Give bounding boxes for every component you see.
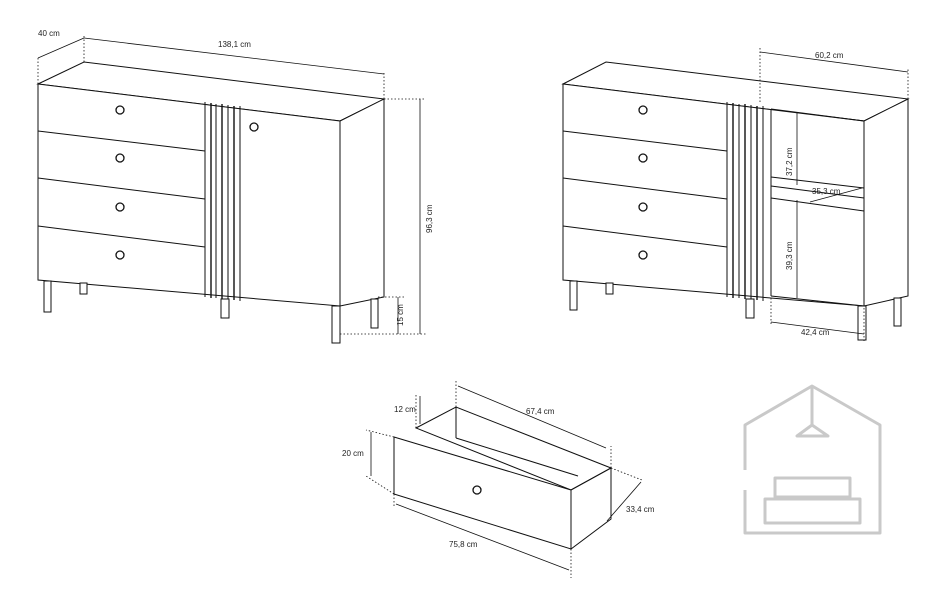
open-sideboard-drawing xyxy=(561,61,910,341)
drawer-knob xyxy=(638,105,648,115)
drawer-front-width-label: 75,8 cm xyxy=(449,540,478,549)
drawer-inner-height-label: 12 cm xyxy=(394,405,416,414)
leg-height-label: 15 cm xyxy=(396,304,405,326)
drawer-knob xyxy=(472,485,482,495)
drawer-knob xyxy=(115,250,125,260)
drawer-inner-length-label: 67,4 cm xyxy=(526,407,555,416)
height-label: 96,3 cm xyxy=(425,204,434,233)
drawer-front-height-label: 20 cm xyxy=(342,449,364,458)
compartment-width-top-label: 60,2 cm xyxy=(815,51,844,60)
drawer-knob xyxy=(115,153,125,163)
drawer-knob xyxy=(115,202,125,212)
upper-shelf-height-label: 37,2 cm xyxy=(785,147,794,176)
shelf-depth-label: 35,3 cm xyxy=(812,187,841,196)
width-label: 138,1 cm xyxy=(218,40,251,49)
door-knob xyxy=(249,122,259,132)
drawer-drawing xyxy=(393,406,613,550)
closed-sideboard-drawing xyxy=(36,61,386,344)
depth-label: 40 cm xyxy=(38,29,60,38)
drawer-dimensions xyxy=(365,380,643,578)
lower-shelf-height-label: 39,3 cm xyxy=(785,241,794,270)
house-sofa-icon xyxy=(743,384,882,535)
drawer-knob xyxy=(115,105,125,115)
drawer-knob xyxy=(638,202,648,212)
closed-view-dimensions xyxy=(37,36,426,335)
drawer-knob xyxy=(638,250,648,260)
open-view-dimensions xyxy=(759,48,909,342)
drawer-knob xyxy=(638,153,648,163)
drawer-depth-label: 33,4 cm xyxy=(626,505,655,514)
compartment-width-bottom-label: 42,4 cm xyxy=(801,328,830,337)
